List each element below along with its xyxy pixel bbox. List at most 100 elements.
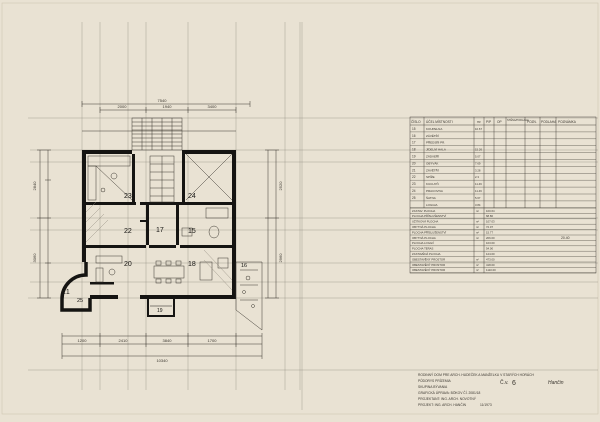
room-number-18: 18 [188,261,196,268]
dim-top-c: 3400 [208,104,218,109]
summary-row-label: PLOCHA LOGGIÍ [412,241,434,245]
room-row-name: LOGGIA [426,203,438,207]
kitchen-counter [87,155,133,201]
dim-left-a: 2840 [32,181,37,191]
summary-row-label: OBESTAVĚNÝ PROSTOR [412,267,445,272]
living-furniture [95,255,229,283]
summary-row-value: 473.00 [486,257,495,261]
title-line-3: SKUPINA BÝVANIA [418,385,448,389]
title-date: 11/1973 [480,403,492,407]
summary-row-unit: m² [476,210,479,213]
room-labels: 23 24 22 17 15 20 18 16 21 25 19 [62,193,247,314]
room-row-name: KUCHYŇ [426,181,439,186]
summary-row-label: ZASTAV. PLOCHA [412,209,435,213]
terrace [235,261,263,331]
dim-top-b: 1940 [163,104,173,109]
bathroom-fixtures [181,153,233,239]
dim-top-a: 2000 [118,104,128,109]
table-header-remark: POZNÁMKA [558,120,577,124]
dining-table [153,260,185,284]
room-row-number: 23 [412,182,416,186]
room-row-number: 19 [412,155,416,159]
room-row-name: ŠATNA [426,195,436,200]
title-line-4: GRAFICKÁ ÚPRAVA: BÖKOV ČÍ. 2081/18 [418,390,481,395]
room-row-name: ZÁVĚTŘÍ [426,167,439,172]
left-dimension-chain [37,149,51,299]
dim-bottom-total: 10340 [156,358,168,363]
room-row-name: ZÁDVEŘÍ [426,154,439,159]
table-header-room: ÚČEL MÍSTNOSTI [426,119,453,124]
summary-row-value: 72.07 [486,225,493,229]
summary-row-label: PLOCHA PŘÍSLUŠENSTVÍ [412,213,446,218]
sheet-label: Č.v. [500,379,509,386]
room-row-number: 25 [412,196,416,200]
bottom-dimension-chains [61,333,263,359]
room-row-number: 18 [412,148,416,152]
summary-row-unit: m² [476,221,479,224]
summary-row-unit: m² [476,237,479,240]
title-line-5: PROJEKTANT: ING. ARCH. NOVOTNÝ [418,397,477,401]
summary-row-value: 68.80 [486,214,493,218]
dim-right-a: 2520 [278,181,283,191]
room-number-22: 22 [124,228,132,235]
dim-bottom-c: 3840 [163,338,173,343]
south-entry [147,297,175,317]
table-header-pp: P/P [486,120,491,124]
room-number-17: 17 [156,227,164,234]
table-header-op: OP [497,120,502,124]
summary-row-unit: m² [476,231,479,234]
room-row-name: OBÝVÁK [426,161,438,165]
room-row-number: 17 [412,141,416,145]
room-row-name: PŘEDSÍŇ PR. [426,140,445,145]
room-number-16: 16 [241,263,247,269]
room-row-area: 5.07 [475,155,481,159]
table-header-area: m² [477,120,481,124]
rounded-bay-wall [60,262,92,312]
exterior-walls [82,150,236,299]
dim-left-b: 3060 [32,253,37,263]
table-header-floor: PODLAHA [541,120,557,124]
table-header-number: ČÍSLO [411,119,421,124]
title-line-6: PROJEKT: ING. ARCH. HANČIN [418,402,467,407]
floor-plan [60,150,263,331]
room-row-area: 7.69 [475,161,481,165]
room-row-number: 22 [412,175,416,179]
summary-row-label: UŽITKOVÁ PLOCHA [412,219,438,224]
room-row-area: 11.46 [475,182,482,186]
table-header-note: POZN. [527,120,537,124]
dim-bottom-d: 1700 [208,338,218,343]
summary-row-unit: m³ [476,269,479,272]
summary-row-label: PLOCHA TERAS [412,247,434,251]
summary-row-value: 15.77 [486,230,493,234]
table-header-wall-floor: STĚNA/PODLAHA [507,117,529,122]
room-row-number: 21 [412,168,416,172]
room-row-area: 3.84 [475,203,481,207]
summary-row-unit: m² [476,226,479,229]
sheet-number: 6 [512,380,516,387]
room-row-number: 24 [412,189,416,193]
interior-walls [86,154,232,285]
table-side-value: 20.40 [561,236,570,240]
table-row-lines [410,131,596,273]
room-schedule-table [409,116,597,274]
dim-bottom-a: 1200 [78,338,88,343]
title-line-2: PŮDORYS PRÍZEMIA [418,378,452,383]
dim-right-b: 2960 [278,253,283,263]
right-dimension-chain [265,149,279,299]
summary-row-label: OBESTAVĚNÝ PROSTOR [412,262,445,267]
signature: Hančin [548,380,564,386]
room-row-name: SPÍŽE [426,174,435,179]
room-number-21: 21 [62,289,70,296]
room-row-area: 3.28 [475,168,481,172]
summary-row-label: PLOCHA PŘÍSLUŠENSTVÍ [412,229,446,234]
summary-row-label: OBYTNÁ PLOCHA [412,225,436,229]
title-block: RODINNÝ DOM PRE ARCH. HUDEČEK A MANŽELKU… [418,372,564,407]
summary-row-value: 418.00 [486,263,495,267]
summary-row-label: OBYTNÁ PLOCHA [412,236,436,240]
room-row-name: PRACOVNA [426,189,443,193]
room-number-15: 15 [188,228,196,235]
